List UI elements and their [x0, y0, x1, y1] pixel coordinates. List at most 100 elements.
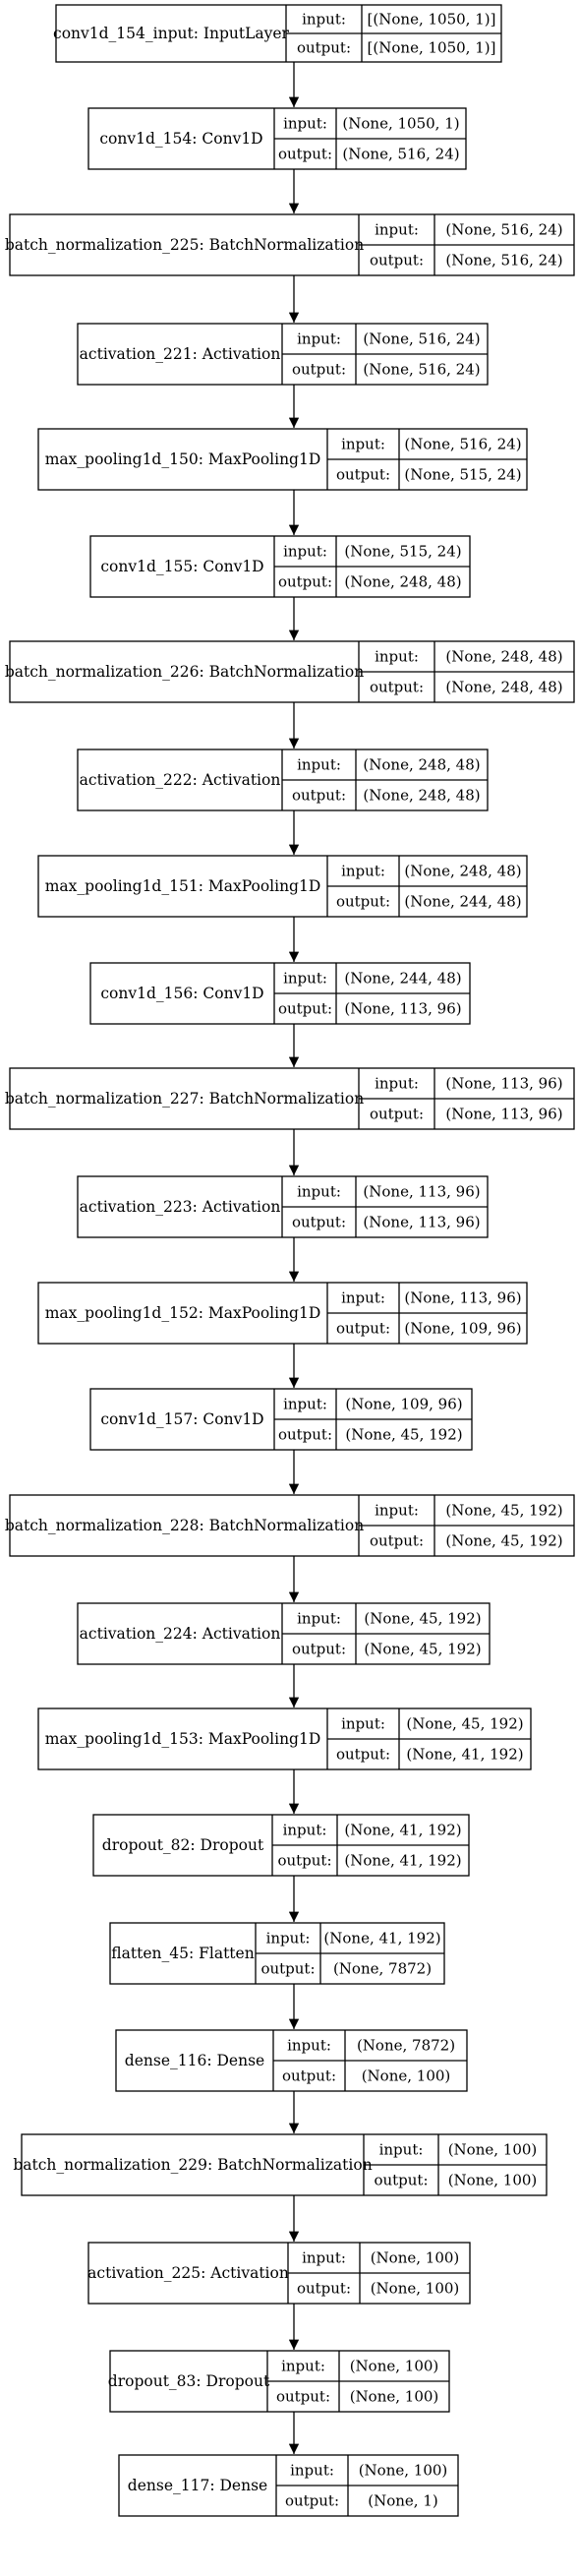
- output-label: output:: [292, 787, 346, 805]
- input-label: input:: [283, 1396, 327, 1413]
- output-shape: (None, 516, 24): [363, 361, 480, 379]
- input-label: input:: [283, 1822, 327, 1839]
- output-label: output:: [336, 466, 390, 484]
- output-label: output:: [374, 2172, 428, 2189]
- output-label: output:: [260, 1960, 315, 1978]
- layer-name: conv1d_155: Conv1D: [100, 558, 263, 575]
- output-shape: (None, 248, 48): [445, 679, 562, 696]
- layer-node: batch_normalization_225: BatchNormalizat…: [5, 213, 575, 276]
- layer-name: activation_223: Activation: [80, 1198, 281, 1216]
- output-shape: (None, 45, 192): [445, 1532, 562, 1550]
- output-shape: (None, 516, 24): [342, 146, 459, 163]
- output-label: output:: [292, 1214, 346, 1231]
- layer-name: max_pooling1d_152: MaxPooling1D: [45, 1304, 321, 1322]
- layer-node: batch_normalization_226: BatchNormalizat…: [5, 640, 575, 703]
- layer-name: dense_117: Dense: [128, 2477, 267, 2494]
- input-shape: (None, 45, 192): [364, 1610, 481, 1628]
- layer-name: dropout_83: Dropout: [108, 2372, 270, 2390]
- input-label: input:: [341, 436, 385, 453]
- output-label: output:: [282, 2067, 336, 2085]
- output-shape: (None, 7872): [333, 1960, 432, 1978]
- output-shape: [(None, 1050, 1)]: [368, 39, 496, 57]
- input-shape: (None, 516, 24): [363, 330, 480, 348]
- layer-name: activation_221: Activation: [80, 345, 281, 363]
- layer-node: activation_223: Activation input: output: (…: [77, 1175, 489, 1238]
- layer-name: activation_225: Activation: [87, 2264, 289, 2282]
- input-label: input:: [283, 115, 327, 133]
- layer-name: activation_224: Activation: [80, 1625, 281, 1643]
- input-label: input:: [266, 1930, 311, 1947]
- layer-name: conv1d_154_input: InputLayer: [53, 25, 290, 42]
- layer-node: batch_normalization_228: BatchNormalizat…: [5, 1494, 575, 1557]
- input-shape: (None, 100): [359, 2462, 448, 2480]
- layer-name: max_pooling1d_150: MaxPooling1D: [45, 450, 321, 468]
- input-shape: (None, 113, 96): [445, 1075, 562, 1093]
- input-shape: (None, 248, 48): [363, 756, 480, 774]
- input-label: input:: [375, 221, 419, 239]
- input-label: input:: [281, 2358, 325, 2375]
- output-label: output:: [336, 893, 390, 911]
- output-label: output:: [278, 146, 332, 163]
- output-shape: (None, 45, 192): [364, 1641, 481, 1658]
- output-shape: (None, 244, 48): [404, 893, 521, 911]
- input-shape: (None, 113, 96): [404, 1289, 521, 1307]
- input-shape: [(None, 1050, 1)]: [368, 11, 496, 29]
- output-shape: (None, 515, 24): [404, 466, 521, 484]
- input-shape: (None, 248, 48): [404, 863, 521, 880]
- layer-name: batch_normalization_227: BatchNormalizat…: [5, 1090, 364, 1108]
- input-label: input:: [297, 1183, 341, 1201]
- output-label: output:: [370, 1106, 424, 1123]
- layer-name: batch_normalization_228: BatchNormalizat…: [5, 1517, 364, 1534]
- output-label: output:: [292, 361, 346, 379]
- input-label: input:: [302, 2249, 346, 2267]
- nodes: conv1d_154_input: InputLayer input: output…: [5, 4, 575, 2517]
- output-label: output:: [277, 1852, 331, 1870]
- input-label: input:: [341, 863, 385, 880]
- output-shape: (None, 1): [368, 2492, 437, 2510]
- input-shape: (None, 45, 192): [406, 1715, 523, 1733]
- output-label: output:: [370, 252, 424, 270]
- output-shape: (None, 248, 48): [344, 573, 461, 591]
- output-label: output:: [370, 1532, 424, 1550]
- output-label: output:: [276, 2388, 330, 2406]
- output-shape: (None, 113, 96): [363, 1214, 480, 1231]
- output-shape: (None, 109, 96): [404, 1320, 521, 1338]
- output-shape: (None, 41, 192): [406, 1746, 523, 1764]
- input-label: input:: [297, 1610, 341, 1628]
- input-shape: (None, 45, 192): [445, 1502, 562, 1520]
- input-shape: (None, 100): [350, 2358, 439, 2375]
- input-label: input:: [375, 1075, 419, 1093]
- layer-name: flatten_45: Flatten: [111, 1945, 254, 1962]
- input-label: input:: [379, 2141, 424, 2159]
- input-label: input:: [297, 756, 341, 774]
- input-label: input:: [297, 330, 341, 348]
- input-shape: (None, 113, 96): [363, 1183, 480, 1201]
- input-shape: (None, 100): [448, 2141, 538, 2159]
- layer-name: max_pooling1d_151: MaxPooling1D: [45, 877, 321, 895]
- input-shape: (None, 109, 96): [345, 1396, 462, 1413]
- output-shape: (None, 41, 192): [344, 1852, 461, 1870]
- layer-node: batch_normalization_227: BatchNormalizat…: [5, 1067, 575, 1130]
- input-shape: (None, 1050, 1): [342, 115, 459, 133]
- input-label: input:: [283, 543, 327, 561]
- layer-name: dense_116: Dense: [125, 2052, 264, 2069]
- layer-name: max_pooling1d_153: MaxPooling1D: [45, 1730, 321, 1748]
- output-label: output:: [297, 2280, 351, 2298]
- layer-node: max_pooling1d_153: MaxPooling1Dinput:out…: [37, 1707, 532, 1770]
- output-label: output:: [297, 39, 351, 57]
- layer-name: batch_normalization_229: BatchNormalizat…: [13, 2156, 372, 2174]
- layer-node: activation_224: Activationinput:output:(…: [77, 1602, 491, 1665]
- input-label: input:: [302, 11, 346, 29]
- input-shape: (None, 41, 192): [344, 1822, 461, 1839]
- output-label: output:: [278, 1426, 332, 1444]
- layer-node: conv1d_154_input: InputLayer input: output…: [53, 4, 502, 63]
- input-label: input:: [290, 2462, 334, 2480]
- output-shape: (None, 113, 96): [445, 1106, 562, 1123]
